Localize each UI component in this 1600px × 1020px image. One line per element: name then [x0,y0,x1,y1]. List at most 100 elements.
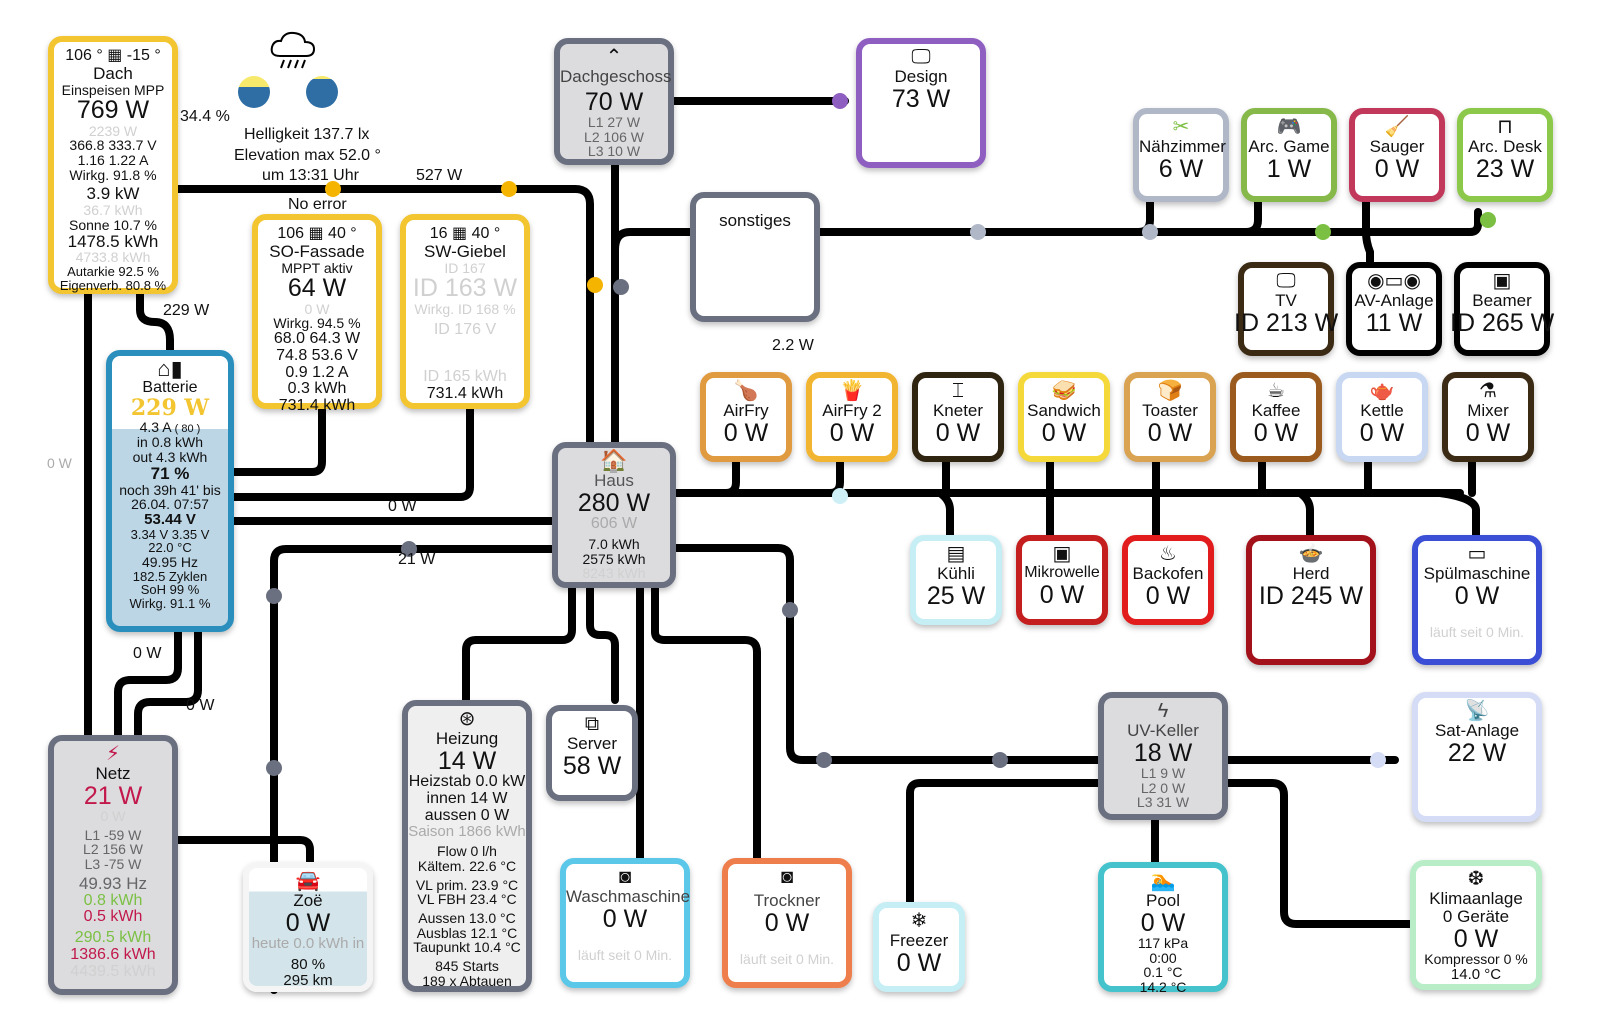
weather-brightness: Helligkeit 137.7 lx [244,126,370,143]
uv-keller-card[interactable]: ϟ UV-Keller 18 W L1 9 W L2 0 W L3 31 W [1098,692,1228,820]
speaker-receiver-icon: ◉▭◉ [1367,270,1421,292]
device-name: Nähzimmer [1139,137,1226,156]
house-card[interactable]: 🏠 Haus 280 W 606 W 7.0 kWh 2575 kWh 8243… [552,442,676,588]
house-total2: 8243 kWh [582,565,646,582]
dach-efficiency: Wirkg. 91.8 % [69,166,157,183]
dachgeschoss-card[interactable]: ⌃ Dachgeschoss 70 W L1 27 W L2 106 W L3 … [554,38,674,165]
device-trockner[interactable]: ◙ Trockner 0 W läuft seit 0 Min. [722,858,852,988]
klimaanlage-card[interactable]: ❆ Klimaanlage 0 Geräte 0 W Kompressor 0 … [1410,860,1542,990]
battery-in: in 0.8 kWh [136,434,204,451]
device-name: Backofen [1132,564,1204,583]
so-tilt: 40 ° [328,225,357,242]
grid-total-out: 1386.6 kWh [70,946,156,964]
server-card[interactable]: ⧉ Server 58 W [546,705,638,801]
device-power: 0 W [764,908,810,937]
device-beamer[interactable]: ▣ Beamer ID 265 W [1450,262,1554,356]
pv-sw-giebel-card[interactable]: 16 ▦ 40 ° SW-Giebel ID 167 ID 163 W Wirk… [400,214,530,409]
monitor-icon: 🖵 [911,46,931,68]
device-kneter[interactable]: ⌶ Kneter 0 W [912,372,1004,462]
battery-cycles: 182.5 Zyklen [132,568,208,584]
zoe-power: 0 W [285,908,331,937]
zoe-today: heute 0.0 kWh in [251,935,365,953]
pv-so-fassade-card[interactable]: 106 ▦ 40 ° SO-Fassade MPPT aktiv 64 W 0 … [252,214,382,414]
device-av-anlage[interactable]: ◉▭◉ AV-Anlage 11 W [1346,262,1442,356]
so-efficiency: Wirkg. 94.5 % [273,315,361,332]
home-battery-icon: ⌂▮ [157,356,183,381]
device-backofen[interactable]: ♨ Backofen 0 W [1122,535,1214,625]
device-power: ID 265 W [1450,308,1555,337]
device-power: 0 W [1145,581,1191,610]
device-sat-anlage[interactable]: 📡 Sat-Anlage 22 W [1412,692,1542,822]
device-sauger[interactable]: 🧹 Sauger 0 W [1349,108,1445,202]
server-power: 58 W [562,751,622,780]
device-sandwich[interactable]: 🥪 Sandwich 0 W [1018,372,1110,462]
uv-keller-name: UV-Keller [1127,721,1199,740]
fries-icon: 🍟 [839,380,865,402]
device-name: Mixer [1467,401,1509,420]
sonstiges-card[interactable]: sonstiges [690,192,820,322]
vacuum-icon: 🧹 [1384,116,1410,138]
device-airfry[interactable]: 🍗 AirFry 0 W [700,372,792,462]
fridge-icon: ▤ [946,543,966,565]
device-freezer[interactable]: ❄ Freezer 0 W [873,902,965,992]
device-mixer[interactable]: ⚗ Mixer 0 W [1442,372,1534,462]
so-row2: 74.8 53.6 V [276,346,358,364]
zoe-soc: 80 % [290,955,326,973]
grid-name: Netz [95,764,131,783]
device-name: Beamer [1472,291,1532,310]
device-name: Trockner [753,891,821,910]
so-row1: 68.0 64.3 W [273,329,361,347]
flow-battery-grid-1: 0 W [133,645,162,662]
device-arc-game[interactable]: 🎮 Arc. Game 1 W [1241,108,1337,202]
grid-l2: L2 156 W [83,841,143,858]
house-power2: 606 W [590,515,638,533]
device-name: AirFry 2 [822,401,882,420]
pv-status: No error [288,196,347,213]
device-kuehli[interactable]: ▤ Kühli 25 W [910,535,1002,625]
dryer-icon: ◙ [780,866,794,888]
sw-energy: ID 165 kWh [423,368,507,386]
device-herd[interactable]: 🍲 Herd ID 245 W [1246,535,1376,665]
zoe-card[interactable]: 🚘 Zoë 0 W heute 0.0 kWh in 80 % 295 km [243,862,373,992]
flow-dot [401,541,417,557]
sw-id: ID 167 [444,259,486,276]
flow-dot [782,602,798,618]
battery-soh: SoH 99 % [140,582,200,598]
rain-cloud-icon [270,31,316,69]
klima-devices: 0 Geräte [1442,906,1510,926]
flow-dot [832,93,848,109]
device-airfry-2[interactable]: 🍟 AirFry 2 0 W [806,372,898,462]
sw-voltage: ID 176 V [433,321,497,339]
device-toaster[interactable]: 🍞 Toaster 0 W [1124,372,1216,462]
sw-total: 731.4 kWh [426,384,504,402]
device-runtime: läuft seit 0 Min. [739,951,835,968]
pv-dach-card[interactable]: 106 ° ▦ -15 ° Dach Einspeisen MPP 769 W … [48,36,178,294]
device-waschmaschine[interactable]: ◙ Waschmaschine 0 W läuft seit 0 Min. [560,858,690,988]
gamepad-icon: 🎮 [1276,116,1302,138]
heizung-card[interactable]: ⊛ Heizung 14 W Heizstab 0.0 kW innen 14 … [402,700,532,992]
device-naehzimmer[interactable]: ✂ Nähzimmer 6 W [1133,108,1229,202]
so-azimuth: 106 [277,225,305,242]
device-mikrowelle[interactable]: ▣ Mikrowelle 0 W [1016,535,1108,625]
device-kaffee[interactable]: ☕ Kaffee 0 W [1230,372,1322,462]
sw-name: SW-Giebel [424,241,506,261]
device-tv[interactable]: 🖵 TV ID 213 W [1234,262,1338,356]
device-spuelmaschine[interactable]: ▭ Spülmaschine 0 W läuft seit 0 Min. [1412,535,1542,665]
sonstiges-name: sonstiges [719,211,791,230]
heizung-taupunkt: Taupunkt 10.4 °C [413,939,521,956]
wire-pv-house [174,185,594,454]
flow-dot [266,760,282,776]
design-power: 73 W [891,84,951,113]
design-card[interactable]: 🖵 Design 73 W [856,38,986,168]
dach-voltage: 366.8 333.7 V [69,137,157,154]
device-power: 11 W [1365,308,1423,337]
chicken-icon: 🍗 [733,380,759,402]
battery-name: Batterie [142,379,198,396]
device-kettle[interactable]: 🫖 Kettle 0 W [1336,372,1428,462]
grid-card[interactable]: ⚡ Netz 21 W 0 W L1 -59 W L2 156 W L3 -75… [48,735,178,995]
device-arc-desk[interactable]: ⊓ Arc. Desk 23 W [1457,108,1553,202]
klima-power: 0 W [1453,924,1499,953]
pool-card[interactable]: 🏊 Pool 0 W 117 kPa 0:00 0.1 °C 14.2 °C [1098,862,1228,994]
battery-card[interactable]: ⌂▮ Batterie 229 W 4.3 A ( 80 ) in 0.8 kW… [106,350,234,632]
klima-name: Klimaanlage [1429,889,1523,908]
